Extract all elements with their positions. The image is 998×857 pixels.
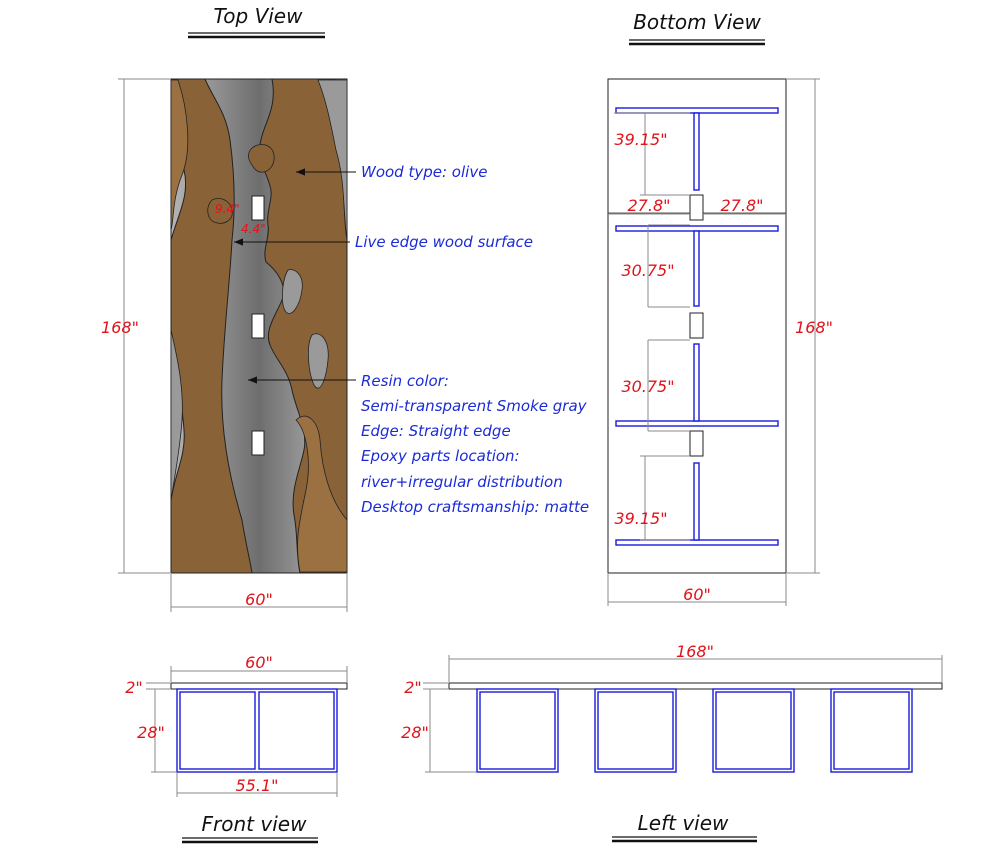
left-leg-2-inner: [597, 691, 674, 770]
note-epoxy-label: Epoxy parts location:: [361, 447, 520, 465]
svg-text:Front view: Front view: [202, 812, 308, 836]
svg-text:Top View: Top View: [214, 4, 304, 28]
bottom-view-title: Bottom View: [629, 10, 765, 46]
crossbar-2: [615, 225, 779, 232]
left-length-dimension: 168": [448, 642, 943, 683]
front-width-dimension: 60": [170, 653, 348, 683]
note-wood-type: Wood type: olive: [361, 163, 487, 181]
leg-marker-3: [251, 430, 265, 456]
svg-text:30.75": 30.75": [621, 261, 674, 280]
note-epoxy-value: river+irregular distribution: [361, 473, 563, 491]
svg-text:168": 168": [676, 642, 714, 661]
front-tabletop: [170, 682, 348, 690]
left-leg-1-inner: [479, 691, 556, 770]
crossbar-1: [615, 107, 779, 114]
spine-2: [693, 230, 700, 307]
svg-text:2": 2": [404, 678, 422, 697]
spine-4: [693, 462, 700, 541]
svg-text:60": 60": [683, 585, 711, 604]
left-wood-slab: [170, 78, 253, 574]
svg-text:60": 60": [245, 590, 273, 609]
svg-text:28": 28": [137, 723, 165, 742]
svg-text:168": 168": [101, 318, 139, 337]
note-craftsmanship: Desktop craftsmanship: matte: [361, 498, 589, 516]
bottom-half-width-dimensions: 27.8" 27.8": [608, 196, 786, 215]
bottom-width-dimension: 60": [607, 574, 787, 606]
front-view-title: Front view: [182, 812, 318, 844]
svg-text:30.75": 30.75": [621, 377, 674, 396]
note-resin-label: Resin color:: [361, 372, 449, 390]
front-thickness-dimension: 2": [125, 678, 170, 697]
left-legs: [476, 688, 913, 773]
leg-marker-2: [251, 313, 265, 339]
small-dim-1: 9.4": [215, 202, 240, 216]
svg-text:27.8": 27.8": [628, 196, 671, 215]
note-edge: Edge: Straight edge: [361, 422, 511, 440]
leg-marker-1: [251, 195, 265, 221]
left-tabletop: [448, 682, 943, 690]
svg-text:28": 28": [401, 723, 429, 742]
left-leg-3-inner: [715, 691, 792, 770]
bottom-length-dimension: 168": [787, 78, 833, 574]
bottom-view: 39.15" 30.75" 30.75" 39.15" 27.8" 27.8": [607, 78, 833, 606]
spine-3: [693, 343, 700, 422]
bottom-segment-dimensions: 39.15" 30.75" 30.75" 39.15": [614, 112, 690, 541]
front-height-dimension: 28": [137, 689, 176, 773]
svg-text:39.15": 39.15": [614, 509, 667, 528]
front-base-dimension: 55.1": [176, 773, 338, 797]
plate-2: [689, 312, 704, 339]
note-surface: Live edge wood surface: [355, 233, 533, 251]
svg-text:55.1": 55.1": [236, 776, 279, 795]
plate-3: [689, 430, 704, 457]
svg-text:60": 60": [245, 653, 273, 672]
top-length-dimension: 168": [101, 78, 170, 574]
left-view-title: Left view: [612, 811, 757, 843]
plate-1: [689, 194, 704, 221]
svg-text:39.15": 39.15": [614, 130, 667, 149]
spine-1: [693, 112, 700, 191]
left-thickness-dimension: 2": [404, 678, 448, 697]
top-width-dimension: 60": [170, 574, 348, 612]
front-view: 60" 2" 28" 55.1": [125, 653, 348, 797]
note-resin-value: Semi-transparent Smoke gray: [361, 397, 588, 415]
crossbar-3: [615, 420, 779, 427]
small-dim-2: 4.4": [241, 222, 266, 236]
left-leg-4-inner: [833, 691, 910, 770]
left-height-dimension: 28": [401, 689, 476, 773]
left-view: 168" 2" 28": [401, 642, 943, 773]
svg-text:27.8": 27.8": [721, 196, 764, 215]
front-leg-right: [258, 691, 335, 770]
top-view-title: Top View: [188, 4, 325, 39]
svg-text:168": 168": [795, 318, 833, 337]
svg-text:Left view: Left view: [638, 811, 729, 835]
crossbar-4: [615, 539, 779, 546]
front-leg-left: [179, 691, 256, 770]
tabletop-surface: [170, 78, 348, 574]
svg-text:2": 2": [125, 678, 143, 697]
top-view: 9.4" 4.4" 168" 60" Wood type: olive Live…: [101, 78, 589, 612]
svg-text:Bottom View: Bottom View: [633, 10, 761, 34]
